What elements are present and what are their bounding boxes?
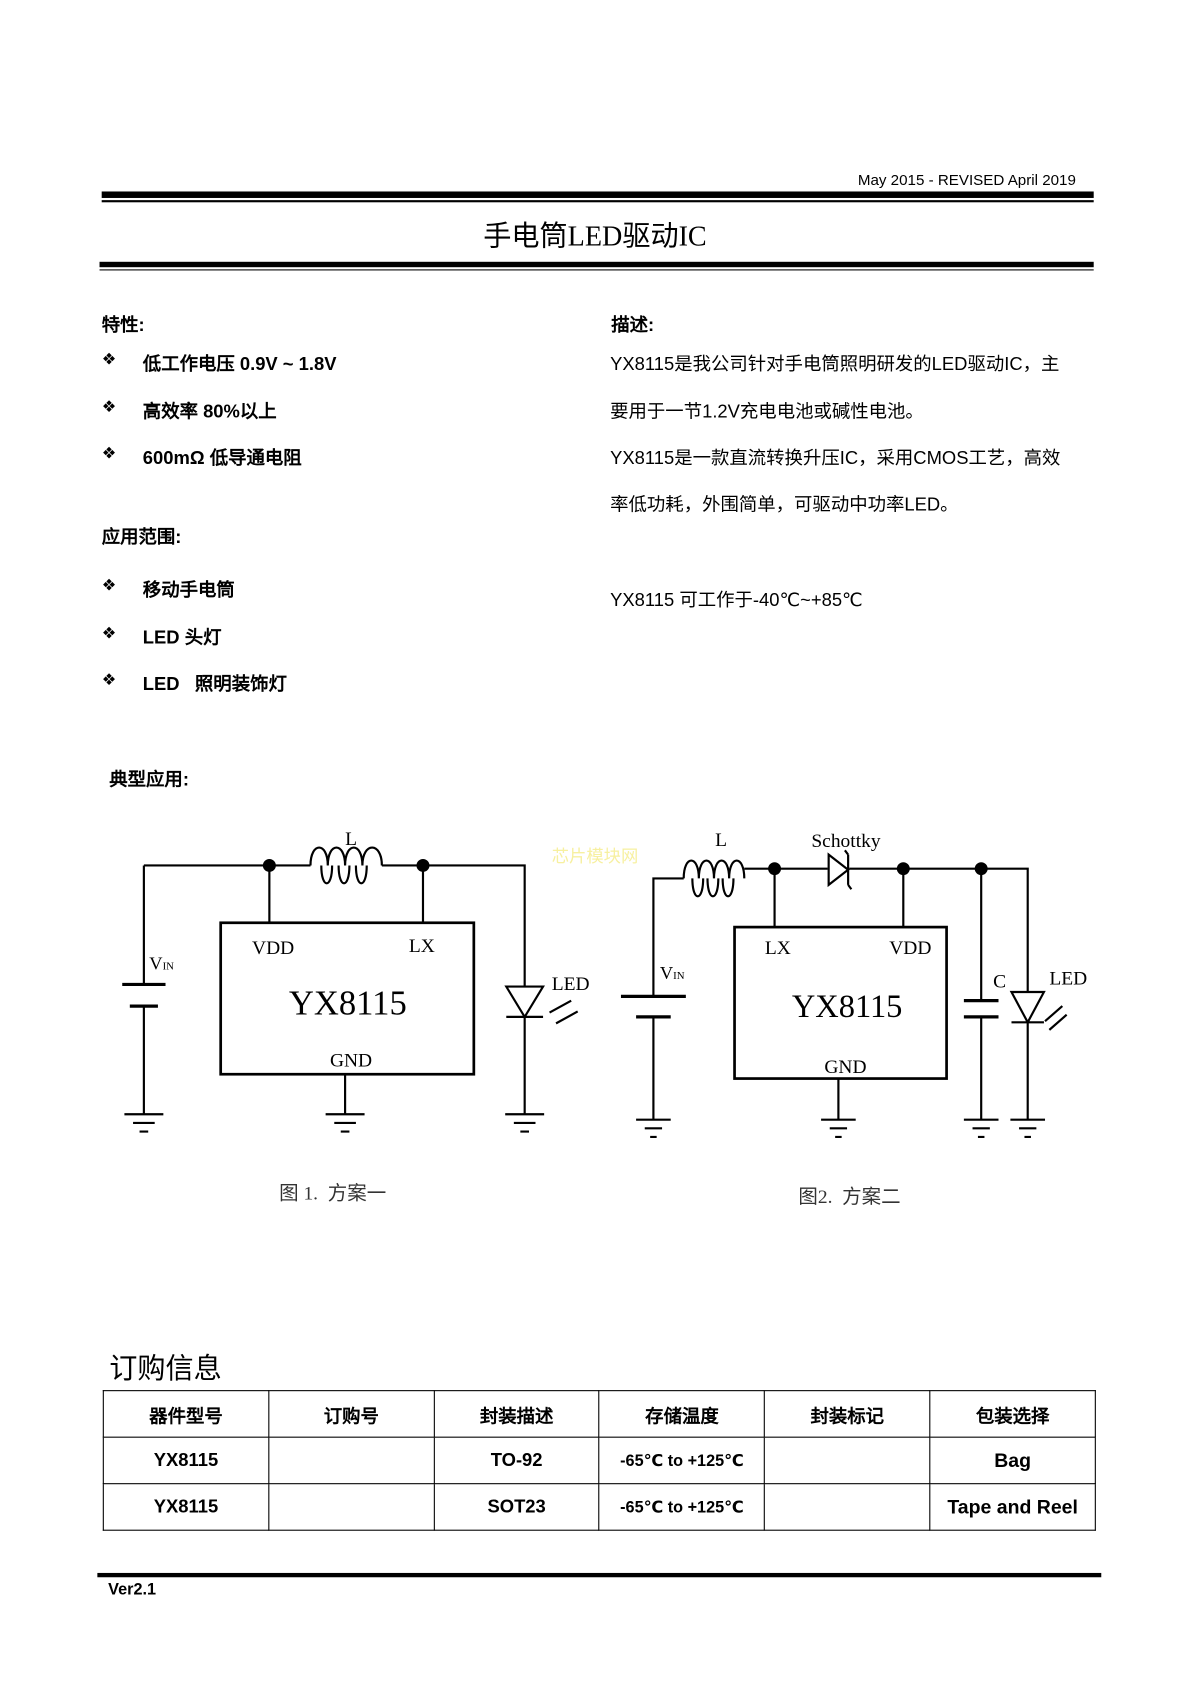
table-cell: Tape and Reel (929, 1483, 1096, 1531)
vdd-pin-label: VDD (889, 938, 931, 959)
light-arrows-icon (549, 999, 579, 1025)
watermark: 芯片模块网 (551, 848, 639, 867)
table-cell (268, 1483, 435, 1531)
table-cell (764, 1483, 931, 1531)
vin-label: VIN (660, 963, 685, 983)
description-line: YX8115是一款直流转换升压IC，采用CMOS工艺，高效 (610, 447, 1061, 469)
capacitor-icon (963, 999, 999, 1019)
description-line: 率低功耗，外围简单，可驱动中功率LED。 (610, 494, 959, 515)
table-cell (764, 1436, 931, 1485)
column-header: 器件型号 (102, 1390, 270, 1438)
bullet-icon: ❖ (101, 576, 117, 595)
features-heading: 特性: (101, 314, 145, 336)
schottky-label: Schottky (811, 831, 880, 852)
column-header: 封装描述 (433, 1390, 600, 1438)
applications-heading: 应用范围: (101, 526, 182, 548)
lx-pin-label: LX (409, 936, 435, 957)
gnd-pin-label: GND (824, 1057, 866, 1078)
table-cell: -65℃ to +125℃ (598, 1483, 766, 1531)
table-cell: YX8115 (102, 1436, 270, 1485)
bullet-icon: ❖ (101, 624, 117, 643)
typical-application-heading: 典型应用: (109, 769, 189, 790)
ground-icon (124, 1113, 545, 1133)
chip-label: YX8115 (289, 985, 407, 1023)
feature-item: 高效率 80%以上 (142, 401, 277, 422)
feature-item: 600mΩ 低导通电阻 (142, 447, 302, 469)
led-label: LED (552, 974, 590, 995)
page-title: 手电筒LED驱动IC (483, 220, 707, 253)
description-line: 要用于一节1.2V充电电池或碱性电池。 (610, 401, 924, 422)
application-item: 移动手电筒 (142, 579, 235, 601)
ic-box (733, 925, 948, 1080)
footer-rule (97, 1572, 1102, 1578)
table-cell: Bag (929, 1436, 1096, 1485)
bullet-icon: ❖ (101, 398, 117, 417)
bullet-icon: ❖ (101, 350, 117, 369)
version-label: Ver2.1 (108, 1580, 157, 1599)
header-rule (101, 191, 1094, 198)
inductor-icon (309, 846, 383, 866)
application-item: LED 头灯 (142, 627, 222, 648)
figure-1-caption: 图 1. 方案一 (279, 1182, 387, 1205)
table-header-row: 器件型号 订购号 封装描述 存储温度 封装标记 包装选择 (102, 1390, 1096, 1438)
description-heading: 描述: (611, 314, 655, 336)
lx-pin-label: LX (765, 938, 791, 959)
inductor-label: L (715, 830, 727, 851)
battery-icon (122, 982, 166, 1008)
table-cell: YX8115 (102, 1483, 270, 1531)
revision-date: May 2015 - REVISED April 2019 (857, 170, 1076, 189)
led-icon (504, 985, 545, 1019)
circuit-fig2: L Schottky VIN LX VDD YX8115 GND C LED (620, 830, 1087, 1139)
table-row: YX8115 TO-92 -65℃ to +125℃ Bag (102, 1436, 1096, 1485)
battery-icon (620, 994, 686, 1019)
title-rule (99, 261, 1094, 268)
figure-2-caption: 图2. 方案二 (798, 1185, 901, 1208)
header-rule-thin (101, 200, 1094, 203)
title-rule-thin (99, 269, 1094, 271)
temperature-range: YX8115 可工作于-40℃~+85℃ (610, 589, 863, 611)
chip-label: YX8115 (792, 989, 903, 1025)
ordering-heading: 订购信息 (109, 1353, 222, 1385)
column-header: 存储温度 (598, 1390, 766, 1438)
gnd-pin-label: GND (330, 1051, 372, 1072)
column-header: 订购号 (268, 1390, 435, 1438)
ground-icon (636, 1118, 1046, 1139)
schottky-diode-icon (827, 849, 853, 890)
table-cell: TO-92 (433, 1436, 600, 1485)
circuit-fig1: L VIN VDD LX YX8115 GND LED (122, 829, 590, 1133)
column-header: 包装选择 (929, 1390, 1096, 1438)
inductor-icon (682, 859, 746, 879)
vdd-pin-label: VDD (252, 938, 294, 959)
led-icon (1009, 990, 1046, 1025)
table-cell (268, 1436, 435, 1485)
vin-label: VIN (149, 953, 174, 973)
table-cell: -65℃ to +125℃ (598, 1436, 766, 1485)
description-line: YX8115是我公司针对手电筒照明研发的LED驱动IC，主 (610, 353, 1060, 375)
bullet-icon: ❖ (101, 444, 117, 464)
column-header: 封装标记 (764, 1390, 931, 1438)
led-label: LED (1049, 968, 1087, 989)
table-cell: SOT23 (433, 1483, 600, 1531)
light-arrows-icon (1044, 1005, 1068, 1031)
ordering-table: 器件型号 订购号 封装描述 存储温度 封装标记 包装选择 YX8115 TO-9… (102, 1390, 1096, 1531)
capacitor-label: C (993, 972, 1006, 993)
table-row: YX8115 SOT23 -65℃ to +125℃ Tape and Reel (102, 1483, 1096, 1531)
bullet-icon: ❖ (101, 670, 117, 690)
application-item: LED 照明装饰灯 (142, 673, 287, 695)
ic-box (219, 921, 476, 1076)
feature-item: 低工作电压 0.9V ~ 1.8V (142, 353, 337, 375)
inductor-label: L (345, 829, 357, 850)
